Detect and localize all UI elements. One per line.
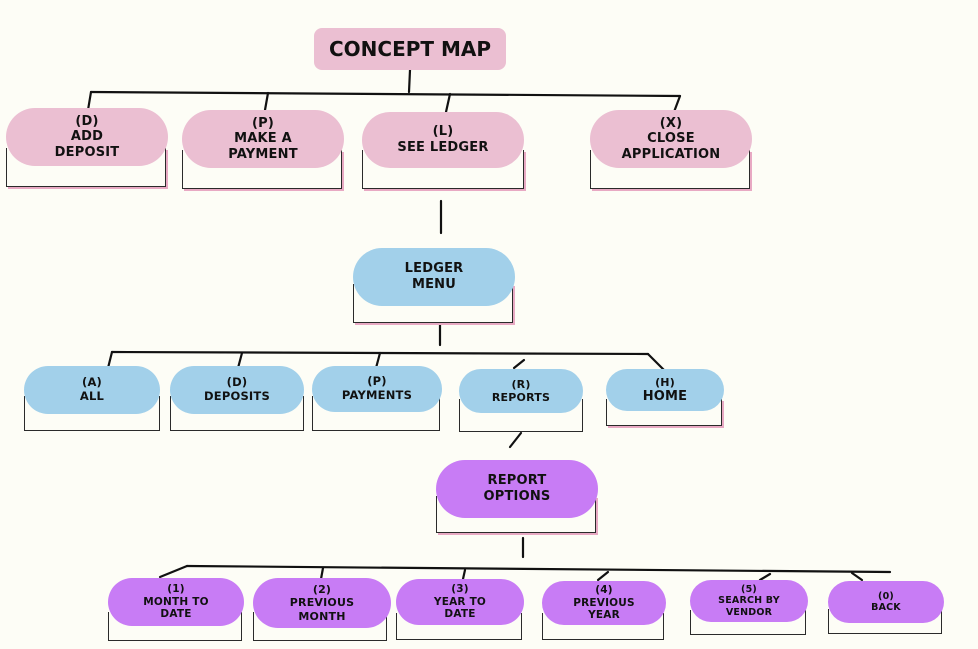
ledger-item-key: (D)	[226, 375, 248, 390]
ledger-item-key: (H)	[655, 375, 675, 389]
main-menu-key: (X)	[659, 115, 683, 131]
report-item-key: (2)	[312, 583, 332, 597]
report-item-label: BACK	[871, 602, 901, 613]
report-item-label: PREVIOUS YEAR	[573, 596, 635, 622]
concept-map-title: CONCEPT MAP	[314, 28, 506, 70]
report-item-key: (4)	[595, 584, 613, 597]
report-options-title: REPORT OPTIONS	[483, 473, 551, 504]
ledger-item-key: (R)	[511, 377, 531, 391]
main-menu-label: SEE LEDGER	[397, 140, 489, 155]
main-menu-label: CLOSE APPLICATION	[621, 131, 721, 162]
report-item-label: YEAR TO DATE	[433, 595, 487, 621]
report-item-key: (1)	[167, 583, 185, 596]
ledger-item-label: REPORTS	[491, 391, 551, 404]
main-menu-key: (L)	[432, 124, 454, 140]
ledger-item-label: DEPOSITS	[204, 389, 270, 403]
ledger-item-key: (A)	[81, 375, 102, 390]
ledger-item-key: (P)	[367, 374, 387, 389]
main-menu-label: ADD DEPOSIT	[54, 129, 120, 160]
main-menu-key: (D)	[75, 113, 99, 129]
report-item-label: MONTH TO DATE	[143, 595, 209, 621]
report-item-key: (5)	[741, 583, 757, 595]
report-item-label: SEARCH BY VENDOR	[718, 595, 780, 618]
ledger-item-label: ALL	[79, 389, 105, 403]
main-menu-label: MAKE A PAYMENT	[228, 131, 298, 162]
report-item-label: PREVIOUS MONTH	[289, 596, 355, 623]
ledger-menu-title: LEDGER MENU	[404, 261, 464, 292]
ledger-item-label: HOME	[642, 388, 688, 404]
main-menu-key: (P)	[251, 115, 274, 131]
report-item-key: (3)	[451, 583, 469, 596]
report-item-key: (0)	[878, 590, 894, 602]
ledger-item-label: PAYMENTS	[341, 388, 413, 402]
